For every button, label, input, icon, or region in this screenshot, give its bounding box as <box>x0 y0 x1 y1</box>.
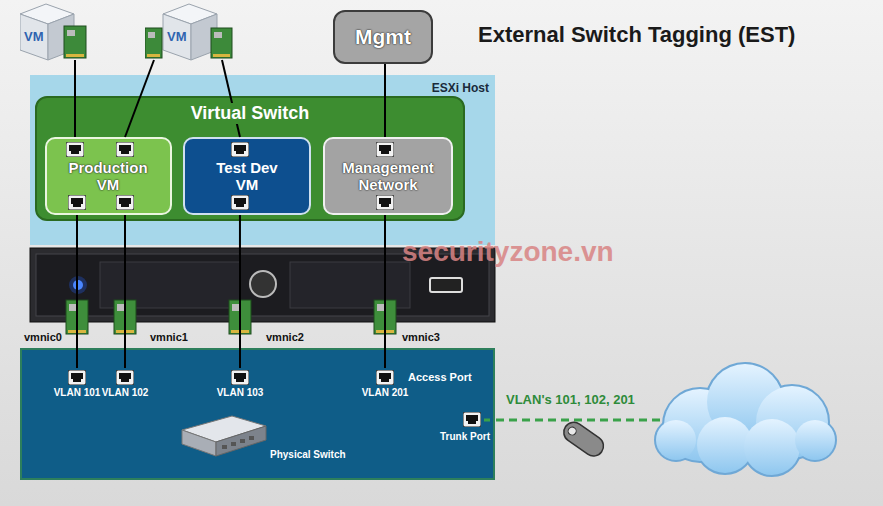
vm-icon <box>145 2 233 62</box>
port-type-label: Access Port <box>408 371 472 383</box>
watermark: securityzone.vn <box>402 236 614 268</box>
node-label: Test Dev VM <box>207 159 287 193</box>
port-icon <box>68 195 86 210</box>
port-group: Test Dev VM <box>183 137 311 215</box>
trunk-port: Trunk Port <box>426 410 490 448</box>
port-icon <box>68 370 86 385</box>
mgmt-box: Mgmt <box>333 10 433 64</box>
node-label: Management Network <box>329 159 447 193</box>
nic-label: vmnic2 <box>266 331 304 343</box>
node-label: Virtual Switch <box>187 103 314 124</box>
port-icon <box>376 195 394 210</box>
switch-icon <box>22 350 493 478</box>
port-icon <box>116 142 134 157</box>
nic-card <box>66 300 88 334</box>
node-label: VLAN 201 <box>358 387 412 398</box>
network-link <box>384 64 386 137</box>
cloud <box>656 364 835 475</box>
network-link <box>125 60 154 137</box>
node-label: Trunk Port <box>440 431 490 442</box>
trunk-link <box>496 419 668 422</box>
port-icon <box>376 142 394 157</box>
port-icon <box>231 142 249 157</box>
port-group: Production VM <box>45 137 172 215</box>
port-icon <box>376 370 394 385</box>
access-port: VLAN 201 <box>358 368 412 404</box>
nic-card <box>114 300 136 334</box>
network-link <box>76 215 78 368</box>
access-port: VLAN 102 <box>98 368 152 404</box>
node-label: VLAN 101 <box>50 387 104 398</box>
node-label: Production VM <box>58 159 158 193</box>
physical-switch: Physical Switch VLAN 101VLAN 102 VLAN 103 V… <box>20 348 495 480</box>
node-label: ESXi Host <box>432 81 489 95</box>
cable-plug <box>560 418 608 460</box>
vm-icon: VM <box>20 2 90 60</box>
node-label: VM <box>24 29 44 44</box>
access-port: VLAN 103 <box>213 368 267 404</box>
nic-card <box>374 300 396 334</box>
diagram-title: External Switch Tagging (EST) <box>478 22 795 48</box>
network-link <box>74 60 76 137</box>
nic-label: vmnic3 <box>402 331 440 343</box>
port-group: Management Network <box>323 137 453 215</box>
port-icon <box>231 195 249 210</box>
port-icon <box>231 370 249 385</box>
access-port: VLAN 101 <box>50 368 104 404</box>
nic-label: vmnic1 <box>150 331 188 343</box>
port-icon <box>116 370 134 385</box>
node-label: VM <box>167 29 187 44</box>
virtual-switch: Virtual SwitchProduction VM Test Dev VM Ma… <box>35 96 465 221</box>
node-label: Mgmt <box>355 25 411 49</box>
node-label: Physical Switch <box>270 449 346 460</box>
port-icon <box>116 195 134 210</box>
network-link <box>222 60 240 137</box>
node-label: VLAN 102 <box>98 387 152 398</box>
nic-card <box>229 300 251 334</box>
node-label: VLAN 103 <box>213 387 267 398</box>
port-icon <box>463 412 481 427</box>
port-icon <box>66 142 84 157</box>
vm-icon: VM <box>145 2 233 60</box>
vlan-trunk-label: VLAN's 101, 102, 201 <box>506 392 635 407</box>
network-link <box>124 215 126 368</box>
host-band: ESXi HostVirtual SwitchProduction VM Test… <box>30 75 495 245</box>
nic-label: vmnic0 <box>24 331 62 343</box>
network-link <box>384 215 386 368</box>
network-link <box>239 215 241 368</box>
